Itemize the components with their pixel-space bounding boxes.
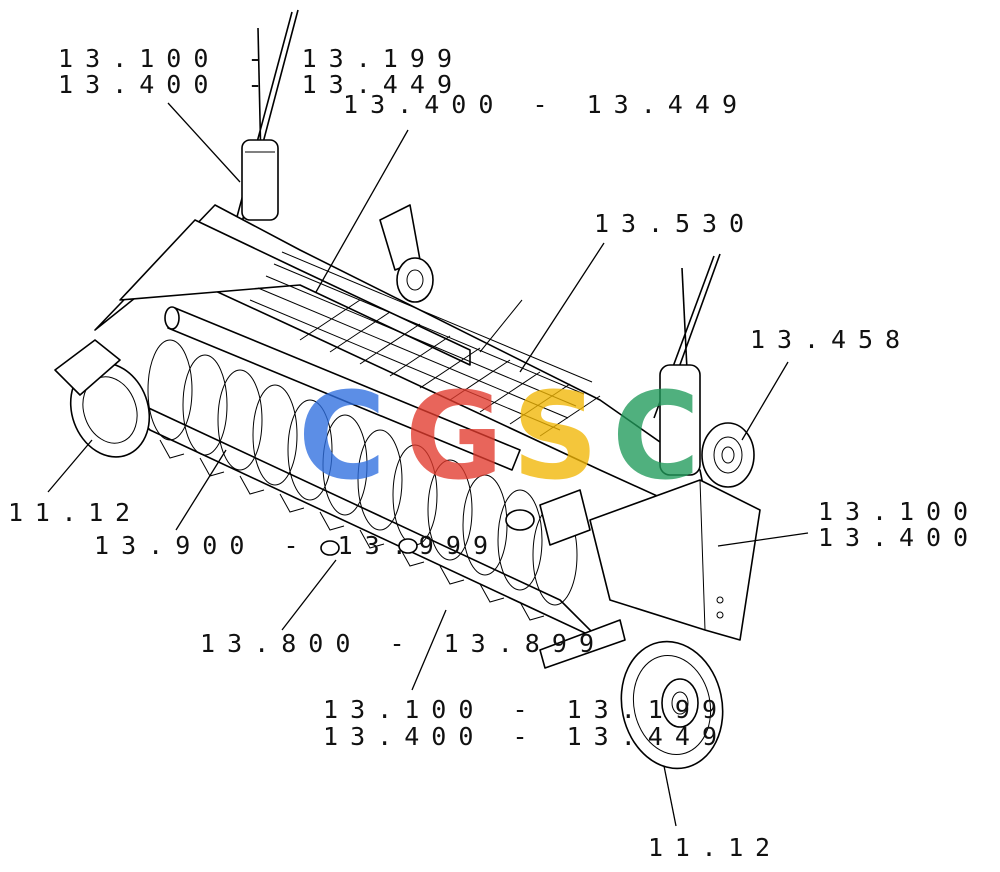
watermark-letter-4: C [612,368,700,507]
leader-lines [47,102,809,827]
watermark-letter-1: C [298,368,386,507]
right-wheel [539,619,724,770]
callout-right-line2: 13.400 [818,523,968,552]
callout-right-wheel: 11.12 [648,833,770,862]
sprocket [701,422,755,488]
tines [299,299,601,437]
callout-13-530: 13.530 [594,209,744,238]
callout-top-left-line1: 13.100 - 13.199 [58,44,452,73]
callout-13-900: 13.900 - 13.999 [94,531,488,560]
watermark: C G S C [298,368,700,507]
callout-left-wheel: 11.12 [8,498,130,527]
callout-top-center: 13.400 - 13.449 [343,90,737,119]
callout-13-458: 13.458 [750,325,900,354]
pickup-machine-drawing [54,9,761,770]
left-wheel [54,339,151,458]
lower-teeth [159,439,545,621]
watermark-letter-2: G [405,368,504,507]
callout-13-800: 13.800 - 13.899 [200,629,594,658]
callout-bottom-line2: 13.400 - 13.449 [323,722,717,751]
watermark-letter-3: S [512,368,598,507]
callout-bottom-line1: 13.100 - 13.199 [323,695,717,724]
callout-top-left-line2: 13.400 - 13.449 [58,70,452,99]
callout-right-line1: 13.100 [818,497,968,526]
tine-bars [249,251,593,431]
